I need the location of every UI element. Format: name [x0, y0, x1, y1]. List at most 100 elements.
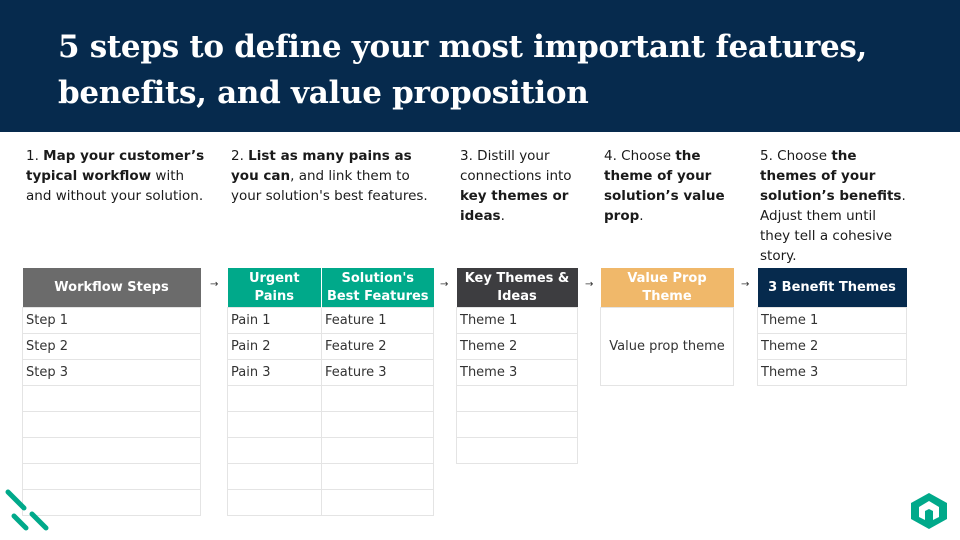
- table-cell[interactable]: [321, 385, 434, 412]
- table-cell[interactable]: Theme 1: [757, 307, 907, 334]
- table-cell[interactable]: [227, 437, 322, 464]
- table-row: [22, 489, 201, 516]
- table-row: Step 2: [22, 333, 201, 360]
- table-cell[interactable]: Step 2: [22, 333, 201, 360]
- table-cell[interactable]: Theme 3: [757, 359, 907, 386]
- table-cell[interactable]: [321, 489, 434, 516]
- step-emphasis-text: the theme of your solution’s value prop: [604, 148, 725, 224]
- table-cell[interactable]: [456, 411, 578, 438]
- table-row: Theme 1: [757, 307, 907, 334]
- step-4-text: 4. Choose the theme of your solution’s v…: [604, 146, 744, 226]
- table-cell[interactable]: Theme 3: [456, 359, 578, 386]
- table-cell[interactable]: Feature 1: [321, 307, 434, 334]
- table-row: [227, 385, 434, 412]
- table-cell[interactable]: [456, 385, 578, 412]
- column-header: Urgent Pains: [227, 268, 322, 308]
- table-cell[interactable]: Pain 3: [227, 359, 322, 386]
- value-prop-cell[interactable]: Value prop theme: [600, 307, 734, 386]
- table-row: [22, 411, 201, 438]
- table-row: Theme 3: [456, 359, 578, 386]
- table-row: Theme 2: [456, 333, 578, 360]
- table-row: Theme 2: [757, 333, 907, 360]
- table-cell[interactable]: Theme 2: [757, 333, 907, 360]
- table-cell[interactable]: [227, 489, 322, 516]
- table-cell[interactable]: Pain 1: [227, 307, 322, 334]
- table-row: [456, 437, 578, 464]
- table-row: Step 3: [22, 359, 201, 386]
- table-cell[interactable]: [22, 437, 201, 464]
- step-emphasis-text: key themes or ideas: [460, 188, 569, 224]
- step-2-text: 2. List as many pains as you can, and li…: [231, 146, 431, 206]
- step-text-run: with and without your solution.: [26, 168, 204, 204]
- step-3-text: 3. Distill your connections into key the…: [460, 146, 590, 226]
- value-prop-table: Value Prop Theme Value prop theme: [600, 268, 734, 386]
- column-header: Solution's Best Features: [321, 268, 434, 308]
- table-row: [227, 437, 434, 464]
- table-cell[interactable]: [22, 411, 201, 438]
- table-cell[interactable]: [227, 411, 322, 438]
- table-cell[interactable]: Feature 2: [321, 333, 434, 360]
- step-text-run: 4. Choose: [604, 148, 676, 164]
- step-text-run: .: [639, 208, 644, 224]
- table-header-row: Value Prop Theme: [600, 268, 734, 308]
- table-cell[interactable]: [321, 437, 434, 464]
- step-emphasis-text: List as many pains as you can: [231, 148, 412, 184]
- table-cell[interactable]: [321, 411, 434, 438]
- hexagon-logo-icon: [911, 493, 947, 529]
- table-row: Value prop theme: [600, 307, 734, 386]
- step-emphasis-text: the themes of your solution’s benefits: [760, 148, 902, 204]
- table-cell[interactable]: Step 3: [22, 359, 201, 386]
- table-row: [22, 463, 201, 490]
- table-row: [456, 385, 578, 412]
- table-cell[interactable]: [227, 463, 322, 490]
- table-header-row: 3 Benefit Themes: [757, 268, 907, 308]
- value-prop-header: Value Prop Theme: [600, 268, 734, 308]
- table-cell[interactable]: [227, 385, 322, 412]
- step-text-run: . Adjust them until they tell a cohesive…: [760, 188, 906, 264]
- table-header-row: Workflow Steps: [22, 268, 201, 308]
- title-banner: 5 steps to define your most important fe…: [0, 0, 960, 132]
- table-cell[interactable]: [321, 463, 434, 490]
- table-cell[interactable]: [22, 385, 201, 412]
- step-text-run: 2.: [231, 148, 249, 164]
- table-cell[interactable]: [456, 437, 578, 464]
- table-cell[interactable]: Theme 2: [456, 333, 578, 360]
- table-header-row: Key Themes & Ideas: [456, 268, 578, 308]
- table-row: [227, 411, 434, 438]
- table-cell[interactable]: [22, 463, 201, 490]
- table-row: Theme 1: [456, 307, 578, 334]
- table-row: [227, 463, 434, 490]
- arrow-icon: →: [741, 279, 750, 290]
- table-cell[interactable]: Feature 3: [321, 359, 434, 386]
- table-row: Theme 3: [757, 359, 907, 386]
- column-header: Key Themes & Ideas: [456, 268, 578, 308]
- table-cell[interactable]: Pain 2: [227, 333, 322, 360]
- step-text-run: , and link them to your solution's best …: [231, 168, 428, 204]
- step-5-text: 5. Choose the themes of your solution’s …: [760, 146, 910, 266]
- step-emphasis-text: Map your customer’s typical workflow: [26, 148, 205, 184]
- table-row: [22, 437, 201, 464]
- step-text-run: 5. Choose: [760, 148, 832, 164]
- arrow-icon: →: [210, 279, 219, 290]
- table-row: Step 1: [22, 307, 201, 334]
- table-row: [22, 385, 201, 412]
- table-cell[interactable]: Theme 1: [456, 307, 578, 334]
- column-header: Workflow Steps: [22, 268, 201, 308]
- diagonal-stripes-icon: [5, 489, 49, 531]
- table-cell[interactable]: Step 1: [22, 307, 201, 334]
- page-title: 5 steps to define your most important fe…: [58, 29, 868, 111]
- arrow-icon: →: [440, 279, 449, 290]
- step-1-text: 1. Map your customer’s typical workflow …: [26, 146, 206, 206]
- step-text-run: .: [500, 208, 505, 224]
- step-text-run: 3. Distill your connections into: [460, 148, 572, 184]
- arrow-icon: →: [585, 279, 594, 290]
- table-cell[interactable]: [22, 489, 201, 516]
